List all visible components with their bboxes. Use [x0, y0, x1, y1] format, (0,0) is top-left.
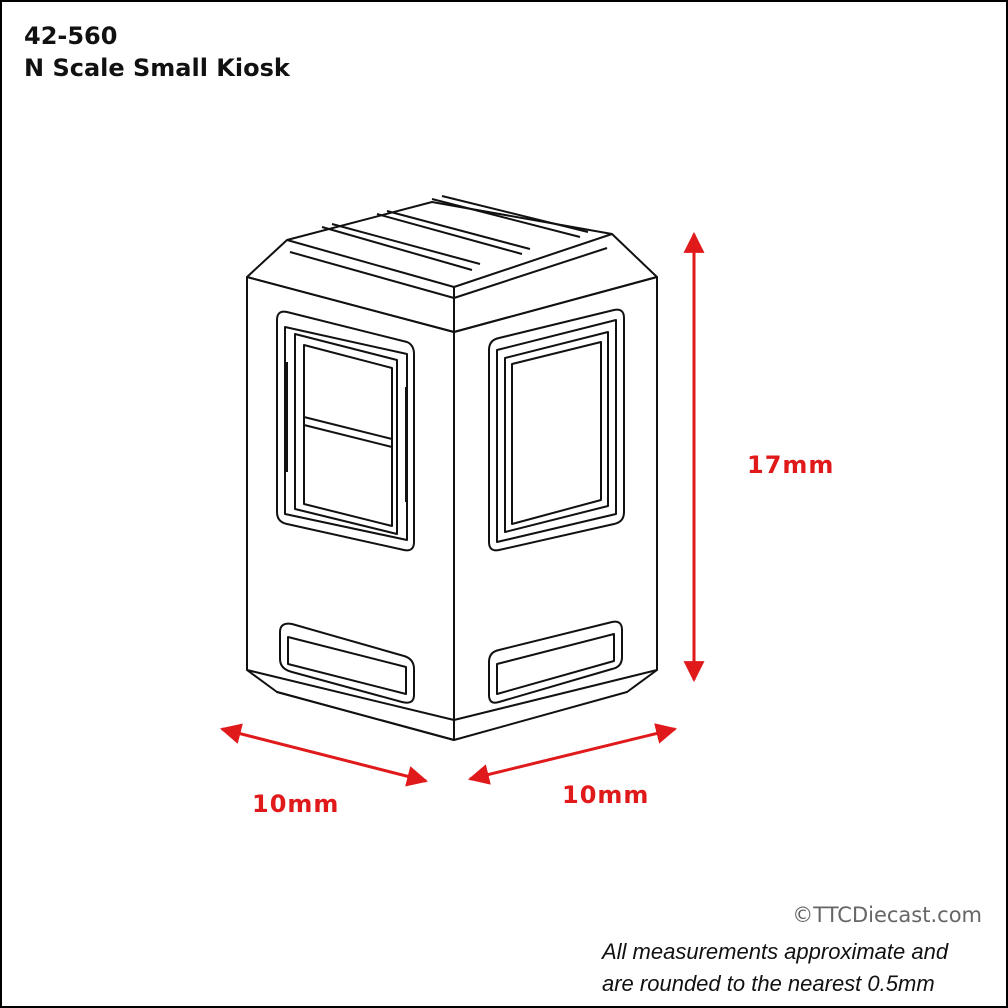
- title-block: 42-560 N Scale Small Kiosk: [24, 20, 290, 84]
- height-label: 17mm: [747, 451, 835, 479]
- note-line-1: All measurements approximate and: [602, 939, 949, 964]
- left-width-label: 10mm: [252, 790, 340, 818]
- kiosk-outline: [246, 195, 658, 741]
- product-code: 42-560: [24, 22, 118, 50]
- dimension-arrows: [219, 231, 705, 787]
- left-width-arrow: [219, 723, 429, 787]
- right-width-arrow: [467, 723, 678, 785]
- watermark: ©TTCDiecast.com: [792, 903, 982, 927]
- product-name: N Scale Small Kiosk: [24, 54, 290, 82]
- note-line-2: are rounded to the nearest 0.5mm: [602, 971, 935, 996]
- right-width-label: 10mm: [562, 781, 650, 809]
- measurement-note: All measurements approximate and are rou…: [602, 936, 948, 1000]
